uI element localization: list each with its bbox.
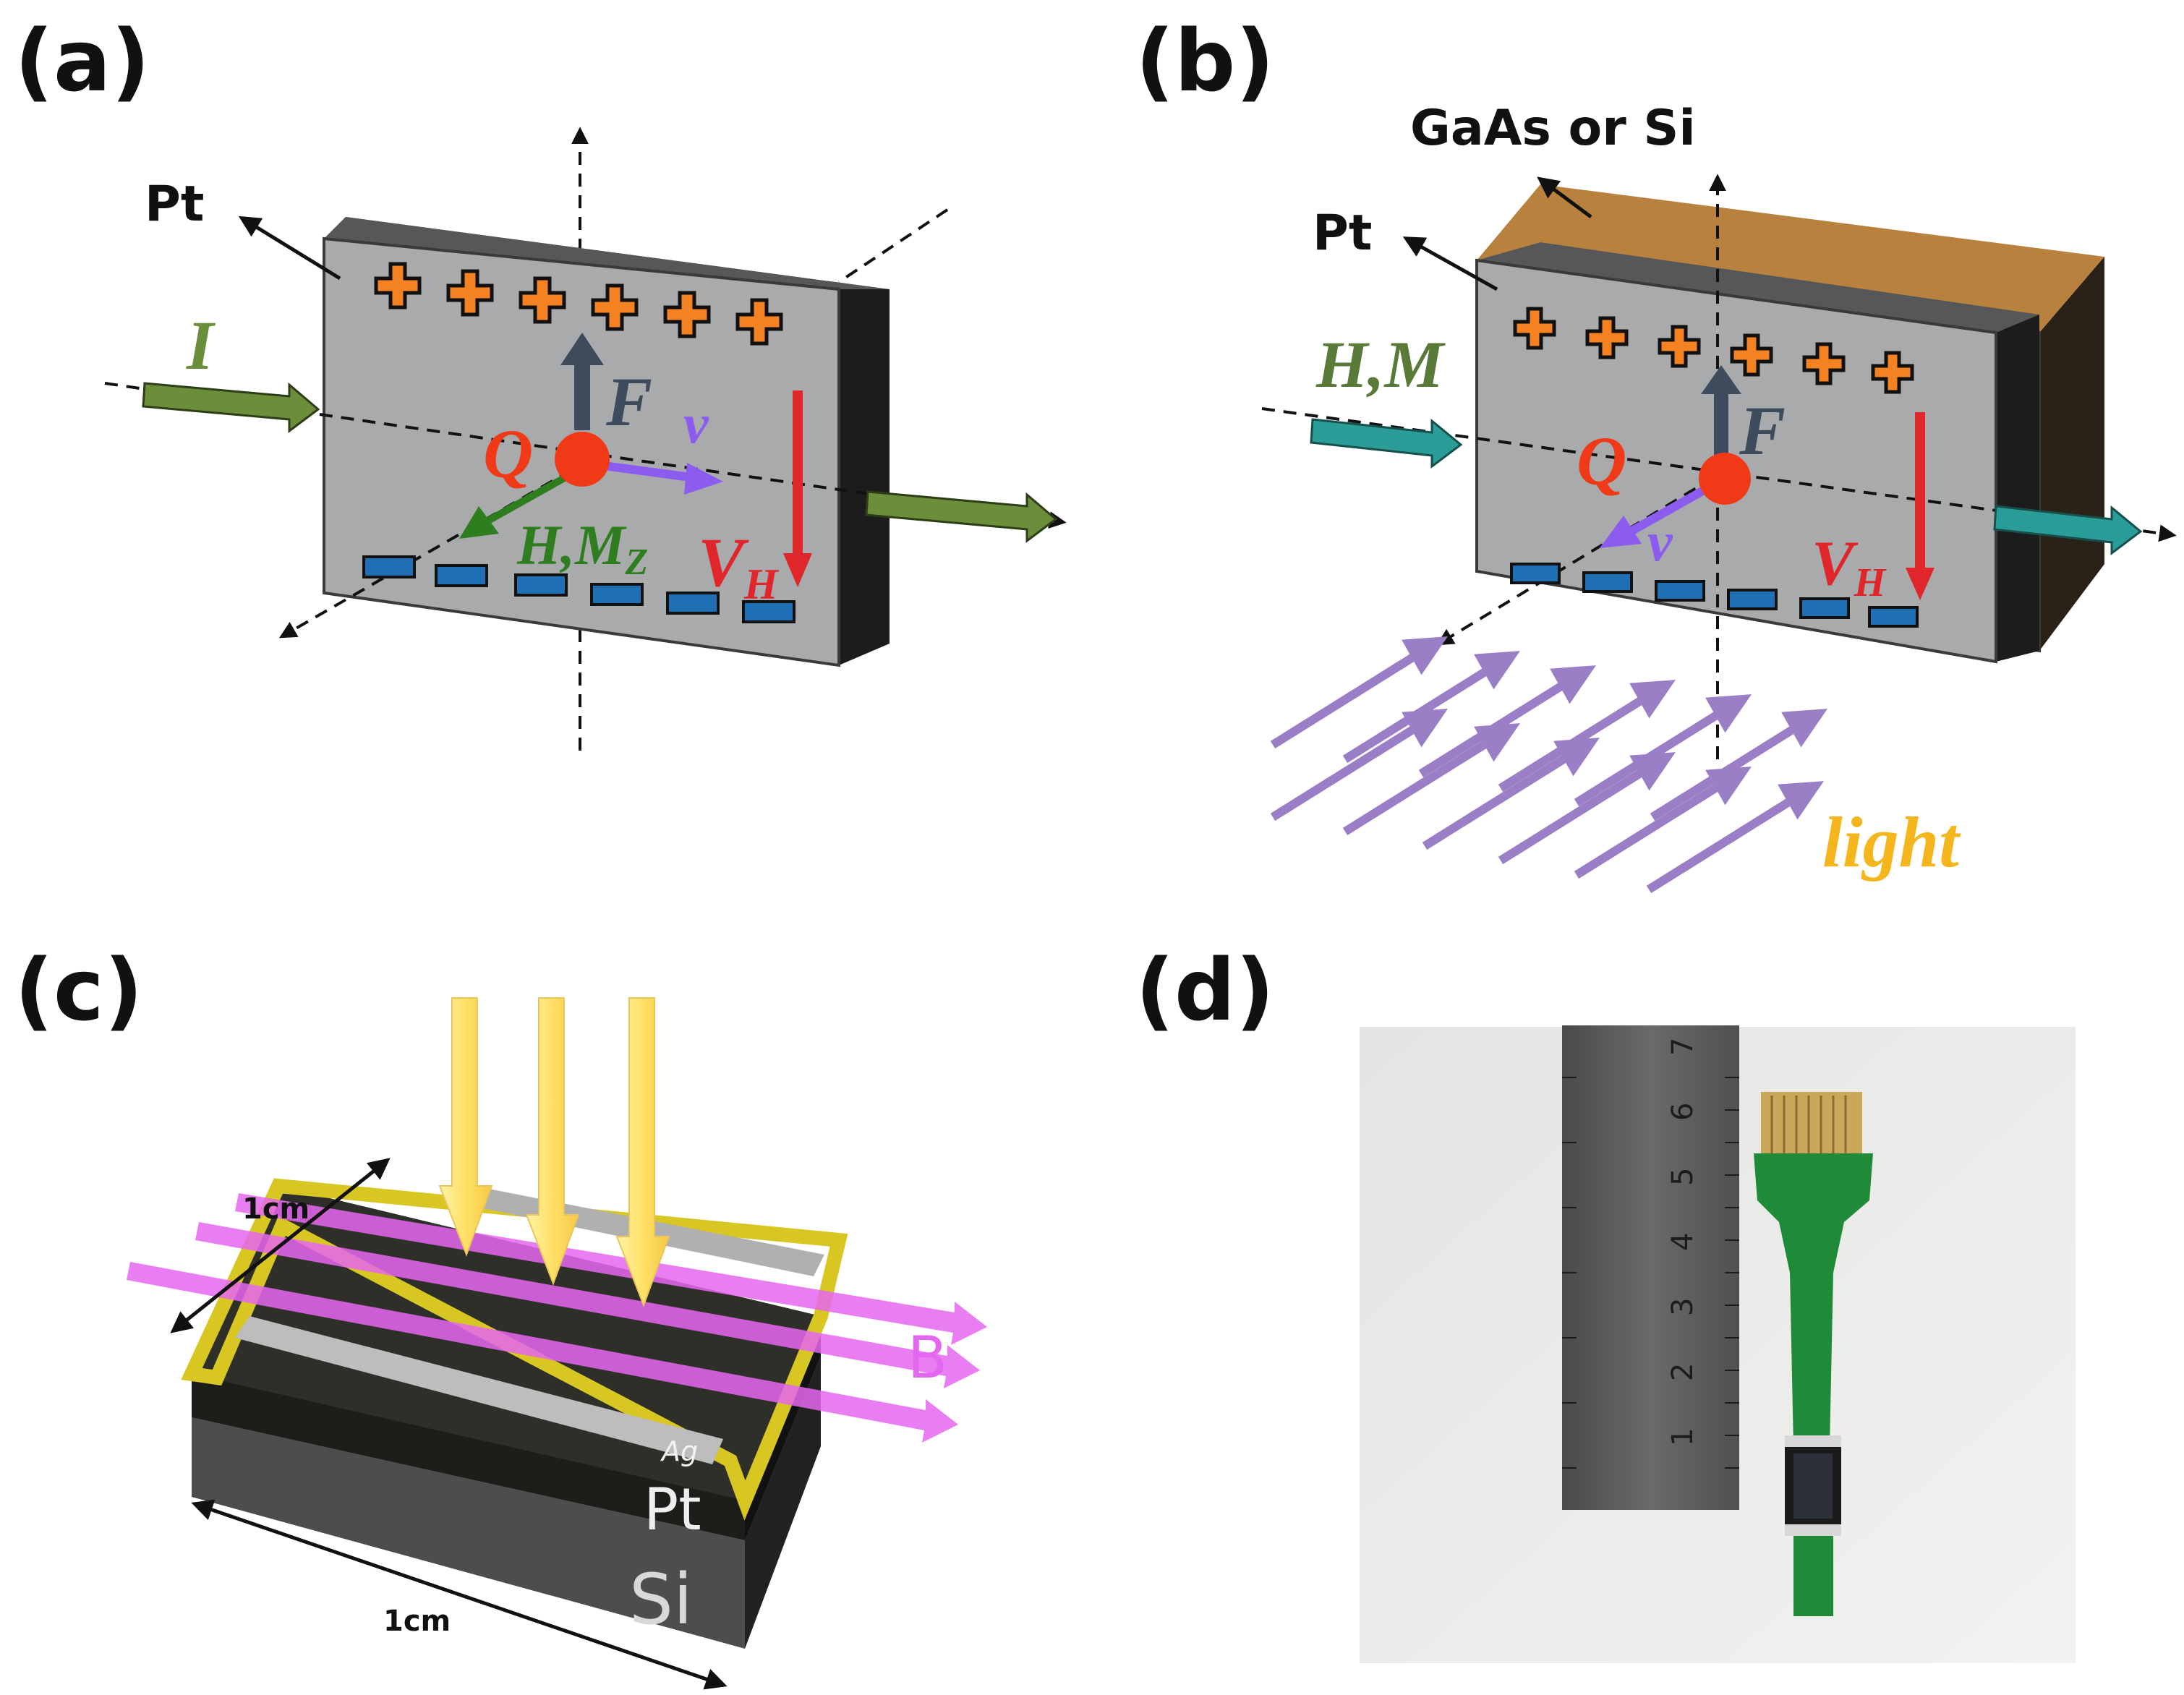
minus-icon — [1655, 580, 1705, 602]
charge-b — [1699, 453, 1751, 505]
current-arrow-out — [865, 490, 1058, 543]
charge-label-a: Q — [483, 415, 533, 492]
field-label-b: H,M — [1315, 328, 1446, 401]
minus-icon — [362, 555, 416, 578]
ruler — [1562, 1025, 1739, 1510]
pt-label-b: Pt — [1313, 205, 1372, 262]
field-arrow-in-b — [1310, 418, 1463, 469]
velocity-arrow-b — [1629, 480, 1716, 536]
plus-icon — [1513, 307, 1556, 350]
pcb-board — [1754, 1153, 1873, 1446]
field-subscript-a: Z — [625, 542, 649, 583]
substrate-top — [1477, 184, 2104, 333]
light-arrows — [1270, 636, 1827, 894]
panel-d: (d) 1 2 3 4 5 6 7 — [1135, 940, 2076, 1663]
panel-d-label: (d) — [1135, 940, 1274, 1040]
field-arrow-out-b — [1993, 505, 2143, 555]
field-label-a: H,M — [516, 513, 627, 576]
plate-b-top — [1477, 242, 2039, 333]
voltage-subscript-b: H — [1854, 560, 1887, 605]
svg-text:VH: VH — [698, 524, 780, 608]
panel-b: (b) — [1135, 11, 2177, 894]
light-beams — [438, 997, 670, 1307]
positive-charges-a — [374, 262, 783, 346]
depth-axis-back — [837, 208, 949, 283]
plus-icon — [374, 262, 422, 309]
si-label-c: Si — [629, 1559, 693, 1640]
svg-text:VH: VH — [1812, 529, 1887, 605]
pt-label-a: Pt — [145, 176, 204, 233]
minus-icon — [1582, 571, 1633, 593]
substrate-label-b: GaAs or Si — [1410, 100, 1696, 157]
plate-a-side — [839, 289, 890, 665]
minus-icon — [1727, 589, 1778, 610]
plus-icon — [1871, 351, 1914, 394]
pt-pointer-b — [1402, 236, 1498, 291]
voltage-subscript-a: H — [743, 560, 780, 608]
plus-icon — [1730, 333, 1773, 377]
light-label: light — [1822, 802, 1961, 882]
velocity-label-b: v — [1647, 510, 1673, 573]
panel-c-label: (c) — [14, 940, 143, 1040]
negative-charges-b — [1510, 563, 1919, 628]
voltage-label-b: V — [1812, 529, 1859, 599]
positive-charges-b — [1513, 307, 1914, 394]
pcb-gold-contacts — [1761, 1092, 1862, 1157]
charge-a — [555, 432, 610, 487]
dimension-line-depth — [170, 1158, 391, 1333]
depth-axis-b — [1436, 476, 1715, 646]
plus-icon — [1585, 316, 1629, 359]
current-arrow-in — [142, 382, 320, 433]
plus-icon — [735, 298, 783, 346]
minus-icon — [1510, 563, 1561, 584]
si-side — [745, 1356, 821, 1649]
ruler-numbers: 1 2 3 4 5 6 7 — [1666, 1038, 1699, 1446]
ruler-number: 5 — [1666, 1168, 1699, 1186]
voltage-label-a: V — [698, 524, 749, 601]
ruler-ticks — [1562, 1077, 1739, 1469]
panel-a: (a) — [14, 11, 1067, 759]
negative-charges-a — [362, 555, 795, 623]
svg-text:H,MZ: H,MZ — [516, 513, 648, 583]
substrate-side — [2039, 257, 2104, 651]
plus-icon — [519, 276, 566, 324]
pt-pointer-a — [238, 215, 341, 281]
ag-electrode-front — [235, 1316, 723, 1464]
b-field-label: B — [908, 1324, 947, 1391]
force-label-a: F — [605, 363, 652, 440]
ruler-number: 1 — [1666, 1428, 1699, 1446]
force-label-b: F — [1739, 392, 1786, 469]
charge-label-b: Q — [1577, 422, 1626, 500]
minus-icon — [1799, 597, 1850, 619]
minus-icon — [590, 583, 644, 606]
panel-c: (c) B 1cm 1cm Ag Pt — [14, 940, 987, 1690]
plus-icon — [1802, 342, 1846, 385]
minus-icon — [514, 573, 568, 597]
pt-label-c: Pt — [644, 1476, 701, 1543]
minus-icon — [1868, 606, 1919, 628]
plus-icon — [1658, 325, 1701, 368]
substrate-pointer-b — [1537, 176, 1592, 219]
minus-icon — [742, 600, 795, 623]
ruler-number: 6 — [1666, 1103, 1699, 1121]
panel-b-label: (b) — [1135, 11, 1274, 111]
ruler-number: 3 — [1666, 1298, 1699, 1316]
velocity-label-a: v — [683, 392, 709, 455]
minus-icon — [435, 564, 488, 587]
ruler-number: 2 — [1666, 1363, 1699, 1381]
plus-icon — [663, 291, 711, 338]
ag-label: Ag — [660, 1435, 698, 1467]
panel-a-label: (a) — [14, 11, 150, 111]
dimension-line-width — [191, 1499, 728, 1690]
minus-icon — [666, 592, 720, 615]
ruler-number: 4 — [1666, 1233, 1699, 1251]
current-label: I — [186, 307, 216, 384]
pt-front — [192, 1374, 745, 1540]
dim-label-top: 1cm — [242, 1192, 310, 1226]
ruler-number: 7 — [1666, 1038, 1699, 1056]
plus-icon — [446, 269, 494, 317]
dim-label-bottom: 1cm — [383, 1605, 451, 1638]
plus-icon — [591, 283, 639, 331]
